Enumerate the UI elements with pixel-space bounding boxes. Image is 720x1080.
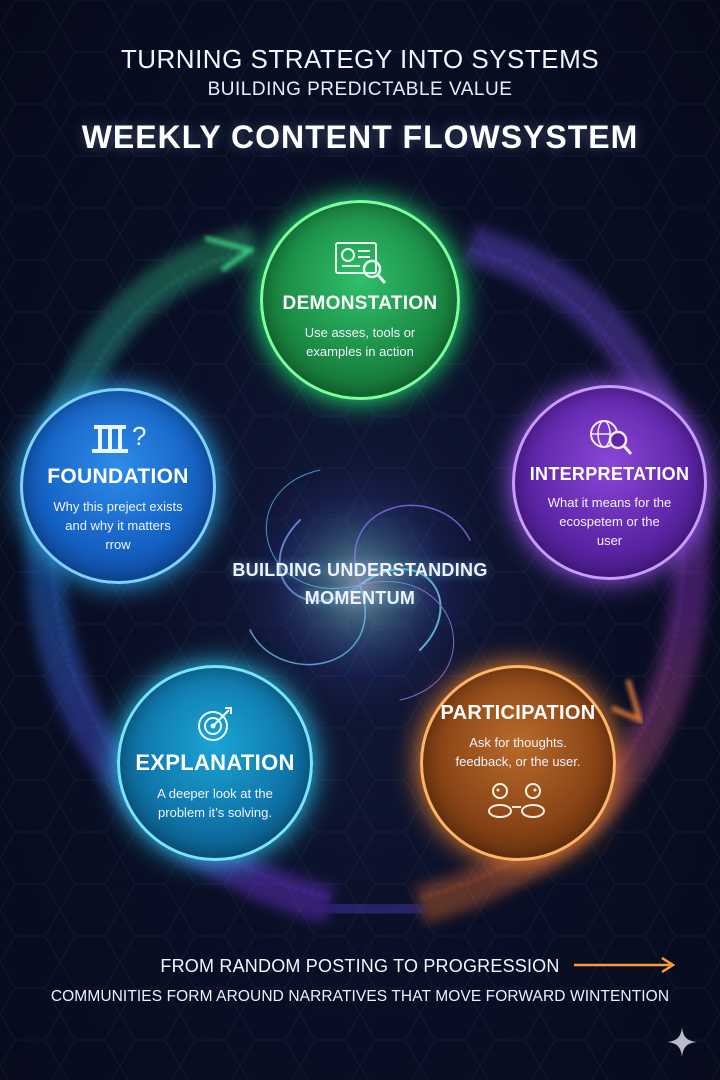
node-desc-line: A deeper look at the	[157, 786, 273, 801]
node-desc-line: Use asses, tools or	[304, 325, 416, 340]
node-desc-line: and why it matters	[65, 517, 171, 533]
header-line-2: BUILDING PREDICTABLE VALUE	[207, 79, 513, 100]
node-explanation: EXPLANATION A deeper look at the problem…	[117, 665, 313, 861]
node-demonstration: DEMONSTATION Use asses, tools or example…	[260, 200, 460, 400]
page-title: WEEKLY CONTENT FLOWSYSTEM	[81, 119, 639, 155]
node-title: FOUNDATION	[47, 464, 189, 488]
globe-magnifier-icon	[589, 419, 632, 455]
center-line-1: BUILDING UNDERSTANDING	[232, 560, 488, 580]
center-line-2: MOMENTUM	[304, 588, 416, 608]
header-line-1: TURNING STRATEGY INTO SYSTEMS	[120, 44, 600, 74]
target-icon	[198, 707, 232, 741]
node-title: DEMONSTATION	[282, 293, 438, 314]
node-desc-line: user	[596, 532, 623, 548]
svg-text:?: ?	[132, 421, 146, 451]
footer-headline: FROM RANDOM POSTING TO PROGRESSION	[160, 956, 560, 976]
node-desc-line: ecospetem or the	[559, 513, 660, 529]
node-interpretation: INTERPRETATION What it means for the eco…	[512, 385, 707, 580]
sparkle-icon	[667, 1027, 697, 1057]
node-title: INTERPRETATION	[529, 463, 690, 484]
node-desc-line: examples in action	[306, 344, 414, 359]
node-participation: PARTICIPATION Ask for thoughts. feedback…	[420, 665, 616, 861]
pillar-question-icon: ?	[92, 421, 146, 453]
node-description: What it means for the ecospetem or the u…	[548, 493, 672, 550]
node-title: EXPLANATION	[135, 750, 295, 775]
node-title: PARTICIPATION	[440, 701, 596, 724]
node-foundation: ? FOUNDATION Why this preject exists and…	[20, 388, 216, 584]
footer-arrow-line	[48, 956, 676, 974]
node-description: Use asses, tools or examples in action	[305, 323, 416, 361]
footer-subline: COMMUNITIES FORM AROUND NARRATIVES THAT …	[50, 988, 670, 1005]
node-desc-line: feedback, or the user.	[455, 753, 581, 769]
people-chat-icon	[488, 782, 545, 818]
node-desc-line: Ask for thoughts.	[469, 734, 567, 750]
node-desc-line: What it means for the	[547, 494, 672, 510]
node-description: Ask for thoughts. feedback, or the user.	[455, 733, 580, 771]
header: TURNING STRATEGY INTO SYSTEMS BUILDING P…	[0, 40, 720, 156]
document-magnifier-icon	[335, 242, 387, 284]
node-description: Why this preject exists and why it matte…	[53, 497, 182, 554]
node-desc-line: rrow	[105, 536, 131, 552]
center-label: BUILDING UNDERSTANDING MOMENTUM	[0, 560, 720, 616]
node-desc-line: Why this preject exists	[53, 498, 183, 514]
node-desc-line: problem it’s solving.	[158, 805, 272, 820]
node-description: A deeper look at the problem it’s solvin…	[157, 784, 273, 822]
